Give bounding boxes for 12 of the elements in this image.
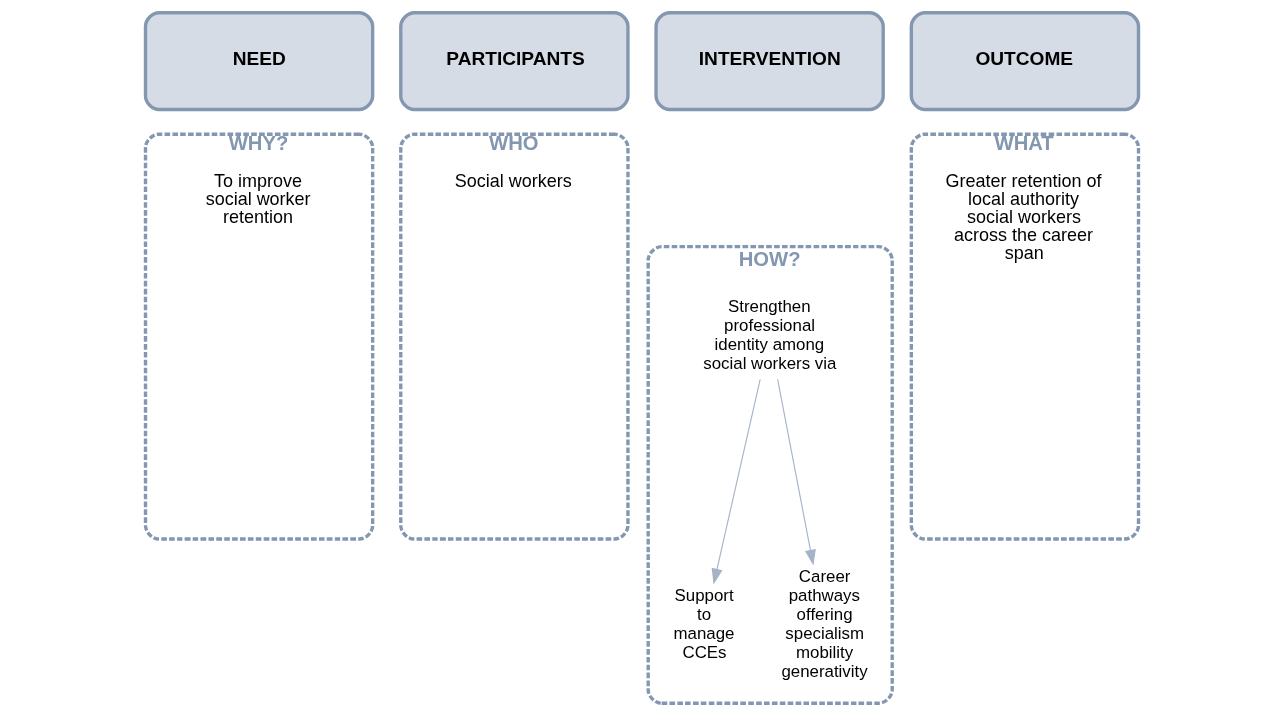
node-box: WHY? To improve social worker retention [143, 132, 375, 541]
node-box: OUTCOME [909, 11, 1141, 112]
arrow [777, 378, 816, 566]
node-box: NEED [143, 11, 375, 112]
node-box: PARTICIPANTS [399, 11, 630, 112]
node-box: WHO Social workers [399, 132, 630, 541]
node-text: Support to manage CCEs [673, 585, 735, 663]
arrow [711, 378, 761, 585]
node-text: Career pathways offering specialism mobility generativity [781, 566, 868, 682]
node-box: INTERVENTION [654, 11, 885, 112]
node-box: WHAT Greater retention of local authority social workers across the career span [909, 132, 1141, 541]
node-text: Strengthen professional identity among social workers via [703, 296, 837, 374]
